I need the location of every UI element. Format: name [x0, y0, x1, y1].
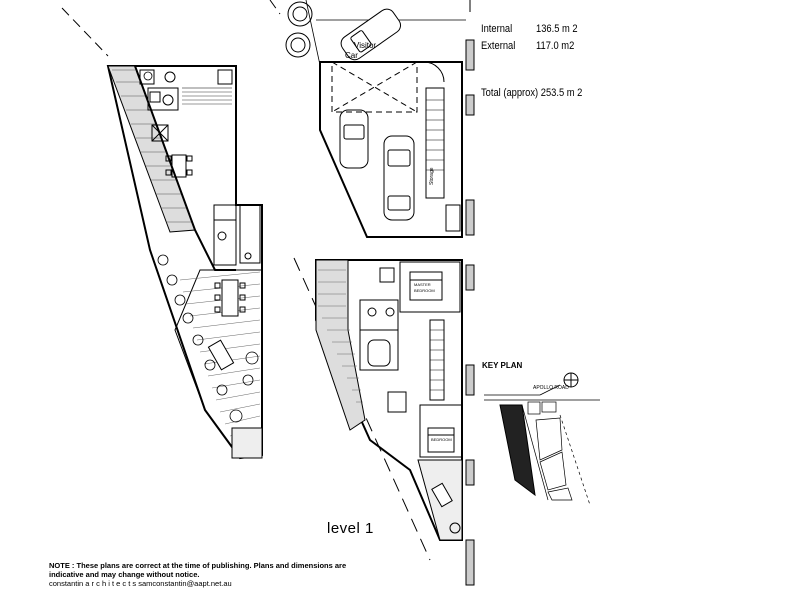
level-title: level 1: [327, 520, 374, 537]
left-floor-plan: [106, 65, 263, 460]
garage-plan: [285, 0, 466, 238]
key-plan-title: KEY PLAN: [482, 361, 523, 370]
master-bedroom-label: MASTER: [414, 282, 431, 287]
master-bedroom-label-2: BEDROOM: [414, 288, 435, 293]
apollo-road-label: APOLLO ROAD: [533, 385, 569, 391]
total-area-label: Total (approx) 253.5 m 2: [481, 87, 583, 99]
visitor-car-label: Car: [345, 51, 358, 60]
visitor-label: Visitor: [354, 41, 377, 50]
note-line-1: NOTE : These plans are correct at the ti…: [49, 561, 347, 570]
external-area-label: External: [481, 40, 516, 52]
external-area-value: 117.0 m2: [536, 40, 575, 52]
internal-area-value: 136.5 m 2: [536, 23, 578, 35]
key-plan-diagram: [484, 372, 600, 506]
level-1-plan: [315, 259, 463, 541]
note-line-3: constantin a r c h i t e c t s samconsta…: [49, 579, 232, 588]
note-line-2: indicative and may change without notice…: [49, 570, 200, 579]
internal-area-label: Internal: [481, 23, 513, 35]
storage-label: Storage: [429, 167, 435, 185]
bedroom-label: BEDROOM: [431, 437, 452, 442]
